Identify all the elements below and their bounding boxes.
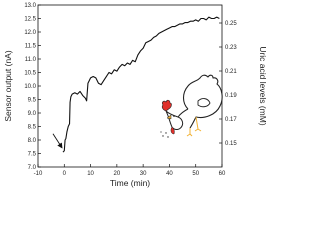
x-axis-title: Time (min) — [110, 178, 150, 188]
sensor-output-line — [62, 16, 220, 153]
injection-arrow-icon — [52, 133, 63, 149]
y2-tick-label: 0.15 — [225, 141, 237, 147]
y2-tick-label: 0.19 — [225, 93, 237, 99]
y-tick-label: 9.0 — [28, 111, 37, 117]
x-tick-label: 40 — [166, 171, 173, 177]
x-tick-label: 0 — [63, 171, 67, 177]
x-tick-label: 10 — [87, 171, 94, 177]
x-tick-label: 50 — [192, 171, 199, 177]
x-tick-label: 30 — [140, 171, 147, 177]
y2-tick-label: 0.17 — [225, 117, 237, 123]
y-tick-label: 10.5 — [24, 71, 36, 77]
y2-tick-label: 0.25 — [225, 21, 237, 27]
x-tick-label: 60 — [219, 171, 226, 177]
y-tick-label: 7.0 — [28, 165, 37, 171]
y-tick-label: 13.0 — [24, 3, 36, 9]
y-axis-title: Sensor output (nA) — [3, 50, 13, 122]
y2-tick-label: 0.23 — [225, 45, 237, 51]
y-tick-label: 12.0 — [24, 30, 36, 36]
y-tick-label: 11.0 — [25, 57, 37, 63]
y-axis-ticks: 7.0 7.5 8.0 8.5 9.0 9.5 10.0 10.5 11.0 11.5 12.0 12… — [24, 3, 41, 171]
y2-axis-title: Uric acid levels (mM) — [258, 46, 268, 126]
y-tick-label: 12.5 — [24, 17, 36, 23]
x-tick-label: -10 — [34, 171, 43, 177]
y2-axis-ticks: 0.15 0.17 0.19 0.21 0.23 0.25 — [219, 21, 237, 147]
y2-tick-label: 0.21 — [225, 69, 237, 75]
y-tick-label: 8.5 — [28, 125, 37, 131]
line-chart: -10 0 10 20 30 40 50 60 7.0 7.5 8.0 8.5 9.0 9.5 10.0 1… — [3, 3, 268, 188]
y-tick-label: 11.5 — [25, 44, 37, 50]
chicken-pecking-icon — [160, 74, 223, 138]
x-axis-ticks: -10 0 10 20 30 40 50 60 — [34, 164, 226, 177]
y-tick-label: 8.0 — [28, 138, 37, 144]
y-tick-label: 10.0 — [24, 84, 36, 90]
y-tick-label: 7.5 — [28, 152, 37, 158]
x-tick-label: 20 — [114, 171, 121, 177]
y-tick-label: 9.5 — [28, 98, 37, 104]
